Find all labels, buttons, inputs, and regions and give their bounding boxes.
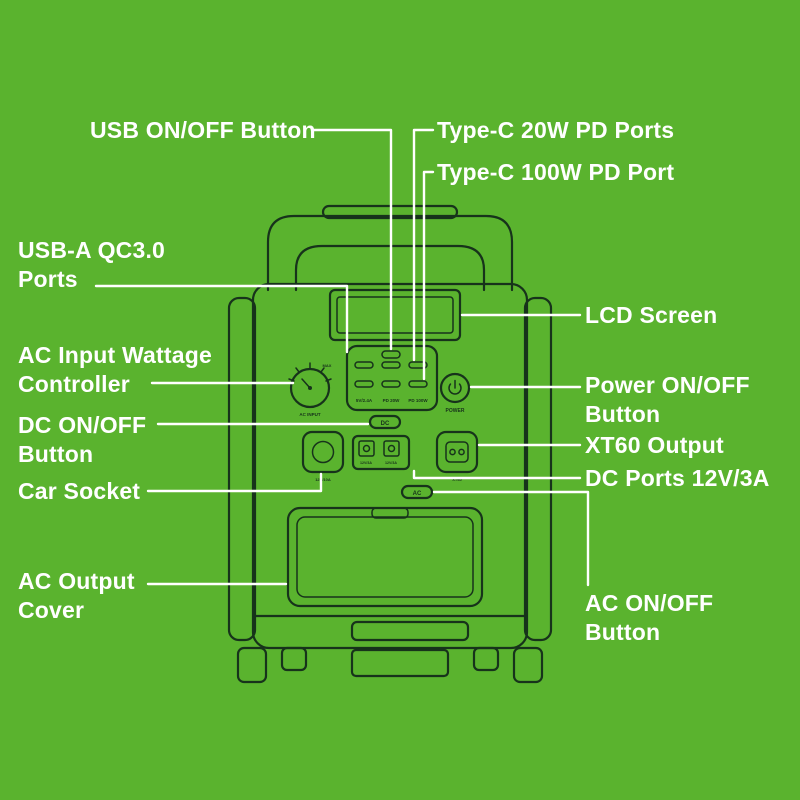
label-typec-100w-port: Type-C 100W PD Port (437, 159, 675, 185)
label-ac-input-wattage: AC Input Wattage Controller (18, 342, 212, 397)
power-tiny-label: POWER (446, 408, 465, 414)
ac-input-knob[interactable]: MAX AC INPUT (288, 362, 332, 417)
label-usba-qc3-ports: USB-A QC3.0 Ports (18, 237, 166, 292)
type-c-20w-port-2[interactable] (408, 361, 428, 369)
pd100-tiny-label: PD 100W (408, 398, 428, 403)
knob-label: AC INPUT (299, 412, 321, 417)
type-c-20w-port-1[interactable] (381, 361, 401, 369)
label-ac-onoff: AC ON/OFF Button (585, 590, 714, 645)
usb-a-port-2[interactable] (354, 380, 374, 388)
ac-glyph: AC (413, 491, 422, 497)
type-c-20w-port-3[interactable] (381, 380, 401, 388)
leader-lines (94, 128, 590, 587)
label-dc-ports: DC Ports 12V/3A (585, 465, 770, 491)
foot-outer-right (512, 646, 544, 684)
xt60-tiny-label: XT60 (452, 477, 462, 482)
usb-onoff-button[interactable] (381, 350, 401, 359)
ac-output-cover[interactable] (286, 506, 484, 608)
knob-max-label: MAX (323, 363, 332, 368)
label-ac-output-cover: AC Output Cover (18, 568, 135, 623)
label-typec-20w-ports: Type-C 20W PD Ports (437, 117, 675, 143)
cover-latch (371, 507, 409, 519)
leader-dc-ports (412, 469, 582, 480)
pd20-tiny-label: PD 20W (383, 398, 401, 403)
foot-outer-left (236, 646, 268, 684)
dc-ports[interactable]: 12V/3A 12V/3A (351, 434, 411, 471)
ac-onoff-button[interactable]: AC (400, 484, 434, 500)
leader-typec-100w (422, 170, 435, 381)
bottom-compartment (350, 648, 450, 678)
leader-car-socket (146, 472, 323, 493)
label-xt60-output: XT60 Output (585, 432, 724, 458)
dc-port-tiny-label-2: 12V/3A (385, 461, 397, 465)
foot-inner-right (472, 646, 500, 672)
xt60-port[interactable]: XT60 (435, 430, 479, 482)
label-usb-onoff-button: USB ON/OFF Button (90, 117, 316, 143)
leader-typec-20w (412, 128, 435, 362)
dc-onoff-button[interactable]: DC (368, 414, 402, 430)
type-c-100w-port[interactable] (408, 380, 428, 388)
usb-a-tiny-label: 5V/2.4A (356, 398, 373, 403)
foot-inner-left (280, 646, 308, 672)
dc-port-tiny-label-1: 12V/3A (360, 461, 372, 465)
leader-ac-onoff (432, 490, 590, 587)
label-car-socket: Car Socket (18, 478, 141, 504)
usb-a-port-1[interactable] (354, 361, 374, 369)
car-socket[interactable]: 12V/10A (301, 430, 345, 482)
lcd-screen (328, 288, 462, 342)
label-lcd-screen: LCD Screen (585, 302, 718, 328)
label-dc-onoff: DC ON/OFF Button (18, 412, 147, 467)
car-socket-tiny-label: 12V/10A (315, 477, 331, 482)
device-outline (227, 204, 553, 684)
power-icon (448, 383, 462, 395)
vent-slot (350, 620, 470, 642)
left-bumper (227, 296, 257, 642)
leader-usb-onoff (310, 128, 393, 351)
right-bumper (523, 296, 553, 642)
dc-glyph: DC (381, 421, 390, 427)
leader-usba (94, 284, 349, 354)
usb-port-panel: 5V/2.4A PD 20W PD 100W (345, 344, 439, 412)
power-button[interactable]: POWER (439, 372, 471, 414)
label-power-onoff: Power ON/OFF Button (585, 372, 750, 427)
